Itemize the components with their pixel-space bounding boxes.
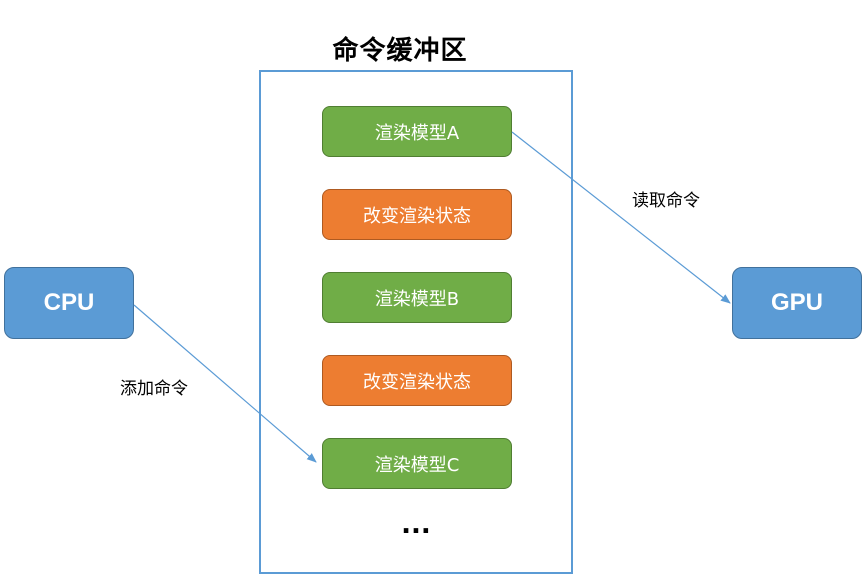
buffer-to-gpu-arrow bbox=[511, 131, 731, 304]
command-render-model-a: 渲染模型A bbox=[322, 106, 512, 157]
command-render-model-c: 渲染模型C bbox=[322, 438, 512, 489]
cpu-to-buffer-arrow bbox=[133, 304, 317, 463]
command-change-render-state-2: 改变渲染状态 bbox=[322, 355, 512, 406]
read-command-label: 读取命令 bbox=[632, 191, 700, 211]
gpu-node: GPU bbox=[732, 267, 862, 339]
cpu-node: CPU bbox=[4, 267, 134, 339]
command-render-model-b: 渲染模型B bbox=[322, 272, 512, 323]
add-command-label: 添加命令 bbox=[120, 379, 188, 399]
command-change-render-state-1: 改变渲染状态 bbox=[322, 189, 512, 240]
command-buffer-title: 命令缓冲区 bbox=[332, 36, 468, 66]
more-commands-ellipsis: ... bbox=[401, 510, 431, 540]
